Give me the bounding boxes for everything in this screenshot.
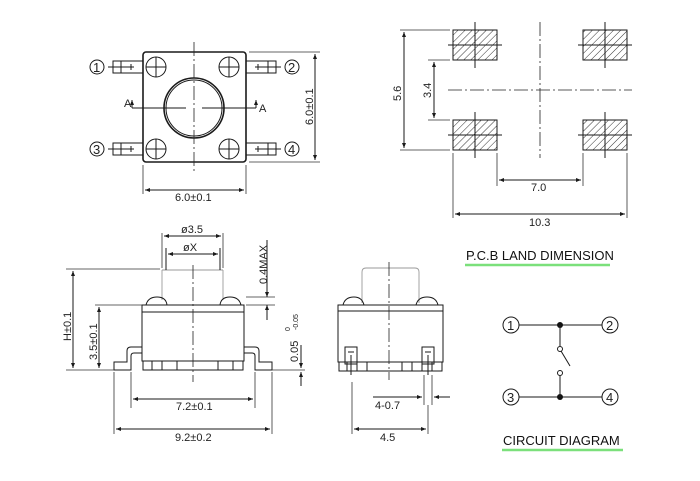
switch-contact-bottom: [557, 370, 563, 376]
dome-right: [219, 296, 242, 306]
top-gap-dimension: 0.4MAX: [258, 244, 270, 284]
svg-text:3: 3: [507, 390, 514, 405]
body-length-dimension: 7.2±0.1: [176, 401, 213, 413]
lead-left-side: [113, 346, 142, 371]
circuit-pin-3: 3: [502, 388, 520, 406]
pin-label-3: 3: [89, 141, 105, 157]
corner-hole-1: [145, 56, 167, 78]
circuit-pin-4: 4: [601, 388, 619, 406]
dome-left: [145, 296, 168, 306]
pcb-land-view: 5.6 3.4 7.0 10.3 P.C.B LAND DIMENSION: [392, 22, 632, 267]
circuit-pin-1: 1: [502, 316, 520, 334]
lead-pitch-dimension: 4.5: [380, 432, 395, 444]
standoff-tol-lower: -0.05: [293, 314, 300, 330]
svg-text:4: 4: [288, 142, 295, 157]
lead-width-dimension: 4-0.7: [375, 400, 400, 412]
lead-right-top: [245, 60, 281, 74]
end-actuator: [361, 267, 420, 303]
svg-text:1: 1: [507, 318, 514, 333]
total-height-dimension: H±0.1: [62, 312, 74, 341]
switch-lever: [560, 350, 571, 367]
side-view: ø3.5 øX H±0.1 3.5±0.1: [62, 224, 305, 444]
width-dimension: 6.0±0.1: [175, 192, 212, 204]
pcb-land-caption: P.C.B LAND DIMENSION: [466, 248, 614, 263]
section-mark-left: A: [124, 98, 132, 110]
pin-label-2: 2: [284, 59, 300, 75]
land-height-inner: 3.4: [422, 83, 434, 98]
top-view: A A: [89, 42, 320, 204]
switch-body-outline: [142, 51, 247, 163]
pin-label-1: 1: [89, 59, 105, 75]
pin-label-4: 4: [284, 141, 300, 157]
lead-right-side: [244, 346, 273, 371]
circuit-caption: CIRCUIT DIAGRAM: [503, 433, 620, 448]
svg-text:4: 4: [606, 390, 613, 405]
end-body: [337, 304, 444, 363]
lead-left-bottom: [108, 142, 144, 156]
actuator-outer-diameter: ø3.5: [181, 224, 203, 236]
land-span-outer: 10.3: [529, 217, 550, 229]
body-height-dimension: 3.5±0.1: [88, 323, 100, 360]
lead-left-top: [108, 60, 144, 74]
height-dimension: 6.0±0.1: [304, 88, 316, 125]
land-height-outer: 5.6: [392, 86, 404, 101]
circuit-pin-2: 2: [601, 316, 619, 334]
corner-hole-2: [218, 56, 240, 78]
corner-hole-3: [145, 138, 167, 160]
standoff-dimension: 0.05: [289, 341, 301, 362]
lead-right-bottom: [245, 142, 281, 156]
switch-contact-top: [557, 346, 563, 352]
svg-text:1: 1: [93, 60, 100, 75]
svg-text:2: 2: [606, 318, 613, 333]
circuit-diagram: 1 2 3 4 CIRCUIT DIAGRAM: [502, 316, 623, 452]
svg-text:3: 3: [93, 142, 100, 157]
svg-text:2: 2: [288, 60, 295, 75]
corner-hole-4: [218, 138, 240, 160]
section-mark-right: A: [259, 103, 267, 115]
actuator-inner-diameter: øX: [183, 242, 198, 254]
land-span-inner: 7.0: [531, 182, 546, 194]
end-view: 4-0.7 4.5: [337, 262, 450, 444]
standoff-tol-upper: 0: [285, 327, 292, 331]
overall-length-dimension: 9.2±0.2: [175, 432, 212, 444]
